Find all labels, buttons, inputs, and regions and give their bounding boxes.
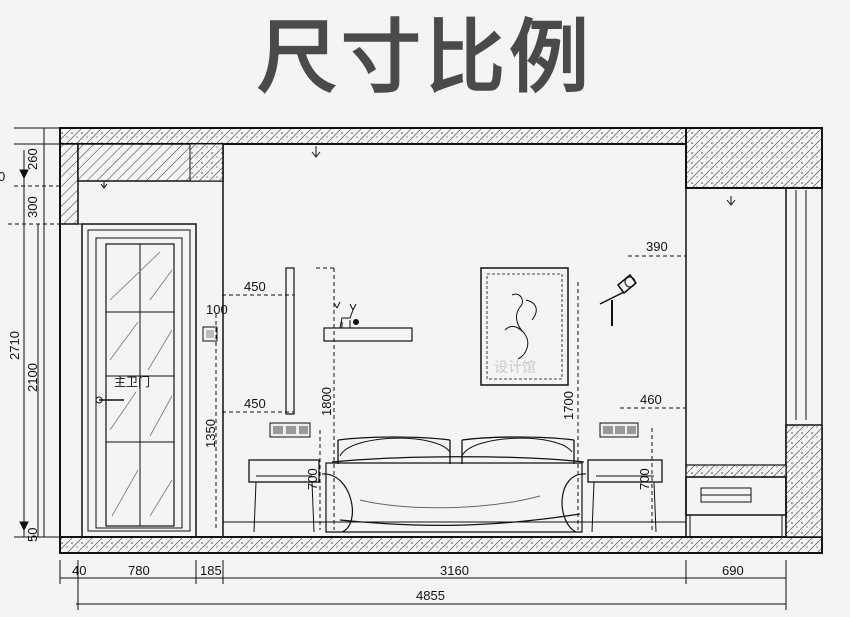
right-nightstand: [587, 459, 663, 533]
dim-700-right: 700: [637, 468, 652, 490]
dim-3160: 3160: [440, 563, 469, 578]
dim-260: 260: [25, 148, 40, 170]
right-bulkhead: [311, 127, 823, 206]
wall-artwork: [480, 267, 569, 386]
door-label: 主卫门: [114, 374, 150, 389]
dim-1800: 1800: [319, 387, 334, 416]
bed: [321, 436, 587, 533]
light-switch: [202, 326, 218, 342]
dim-4855: 4855: [416, 588, 445, 603]
dim-450-low: 450: [244, 396, 266, 411]
watermark-text: 设计馆: [494, 360, 536, 376]
dim-780: 780: [128, 563, 150, 578]
dim-100: 100: [206, 302, 228, 317]
dim-2100: 2100: [25, 363, 40, 392]
dim-300: 300: [25, 196, 40, 218]
dim-690: 690: [722, 563, 744, 578]
wall-strip-mirror: [285, 267, 295, 415]
dim-50: 50: [25, 528, 40, 542]
dim-40: 40: [72, 563, 86, 578]
left-bulkhead: [77, 143, 224, 189]
dim-185: 185: [200, 563, 222, 578]
left-dimension-lines: [14, 127, 60, 538]
dim-450-top: 450: [244, 279, 266, 294]
right-socket-panel: [599, 422, 639, 438]
dim-460: 460: [640, 392, 662, 407]
floor-slab: [59, 536, 823, 554]
dim-0: 0: [0, 169, 5, 184]
wall-shelf: [323, 303, 413, 342]
left-socket-panel: [269, 422, 311, 438]
dim-1350: 1350: [203, 419, 218, 448]
wall-lamp: [599, 273, 638, 326]
guide-lines: [8, 185, 686, 530]
page-title: 尺寸比例: [257, 11, 593, 104]
bottom-dimension-lines: [59, 560, 787, 610]
deer-ornament-icon: [333, 301, 341, 309]
dim-390: 390: [646, 239, 668, 254]
left-nightstand: [248, 459, 320, 533]
dim-2710: 2710: [7, 331, 22, 360]
bathroom-door: [81, 223, 197, 538]
dim-700-left: 700: [305, 468, 320, 490]
right-wall: [685, 187, 823, 538]
dim-1700: 1700: [561, 391, 576, 420]
left-wall: [59, 143, 79, 537]
low-cabinet: [685, 464, 787, 538]
